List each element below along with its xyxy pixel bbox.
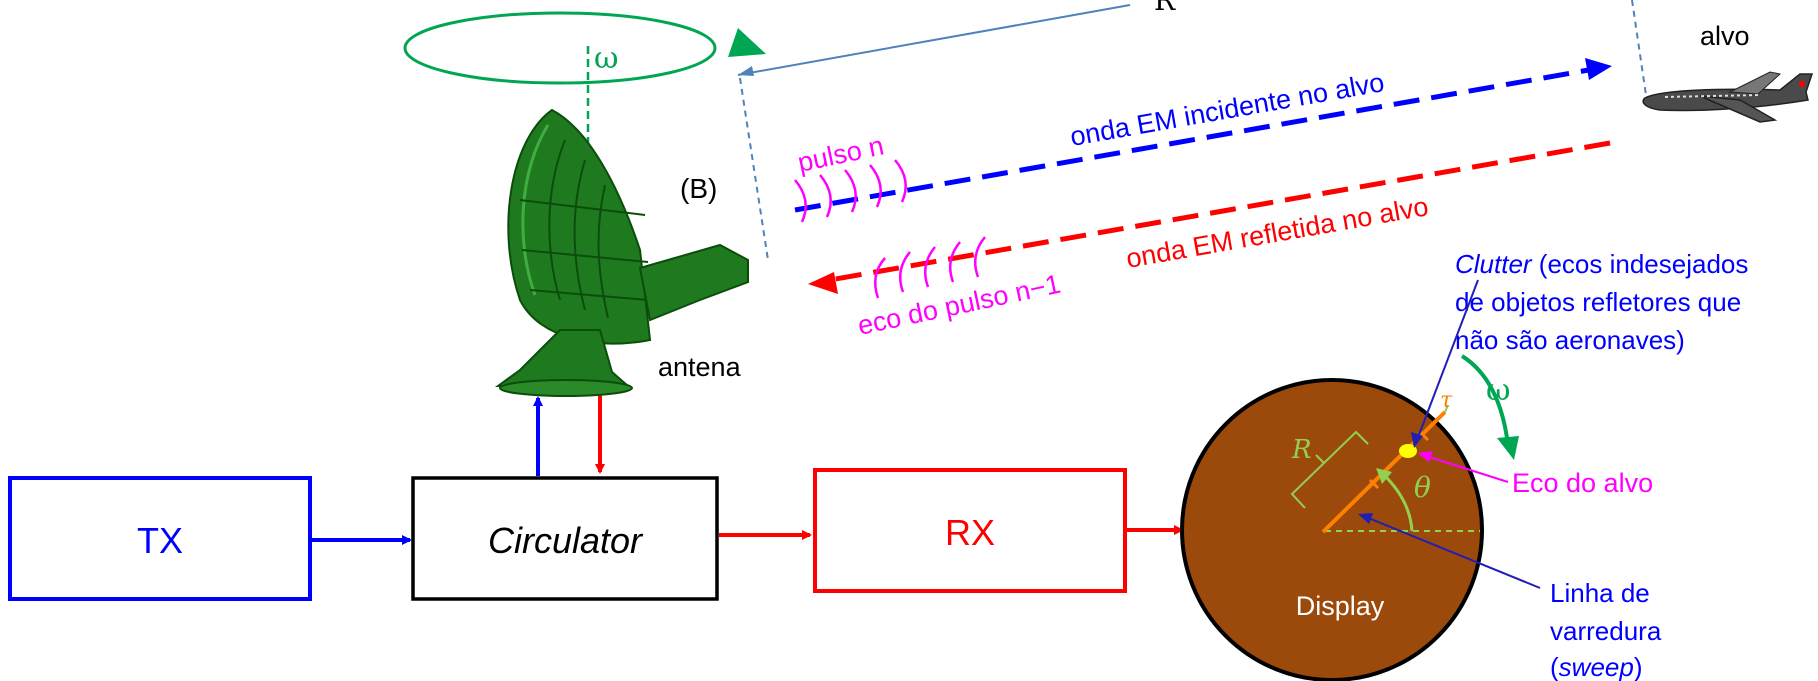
rx-block: RX <box>813 468 1127 593</box>
range-bracket <box>1290 430 1369 509</box>
circulator-block: Circulator <box>411 476 719 601</box>
reflected-wave-label: onda EM refletida no alvo <box>1124 191 1431 274</box>
radar-antenna-image <box>494 108 749 397</box>
theta-label: θ <box>1414 471 1431 504</box>
range-indicator-top: R <box>737 0 1647 261</box>
omega-display-label: ω <box>1486 373 1510 408</box>
pulse-n-wavefronts <box>794 159 907 223</box>
range-top-label: R <box>1154 0 1176 17</box>
incident-wave-arrow <box>794 65 1601 213</box>
incident-wave-arrowhead <box>1585 58 1612 80</box>
clutter-desc-1: (ecos indesejados <box>1532 249 1749 279</box>
reflected-wave-arrowhead <box>808 272 838 294</box>
circulator-label: Circulator <box>488 520 644 561</box>
clutter-term: Clutter <box>1455 249 1533 279</box>
aircraft-image <box>1642 71 1814 123</box>
echo-pulse-wavefronts <box>873 236 986 299</box>
target-echo-label: Eco do alvo <box>1512 468 1653 498</box>
antenna-tag-label: (B) <box>680 173 717 204</box>
ppi-display: Display R θ τ <box>1180 378 1484 681</box>
target-label: alvo <box>1700 21 1750 51</box>
tau-label: τ <box>1440 388 1453 413</box>
clutter-annotation: Clutter (ecos indesejados de objetos ref… <box>1411 249 1748 448</box>
reflected-wave-arrow <box>829 140 1611 283</box>
sweep-paren-close: ) <box>1634 652 1643 681</box>
tx-block: TX <box>8 476 312 601</box>
clutter-desc-3: não são aeronaves) <box>1455 325 1685 355</box>
omega-antenna-label: ω <box>594 41 618 76</box>
svg-text:Clutter (ecos indesejados: Clutter (ecos indesejados <box>1455 249 1748 279</box>
target-echo-blip <box>1399 444 1417 458</box>
sweep-annotation: Linha de varredura (sweep) <box>1358 513 1662 681</box>
clutter-desc-2: de objetos refletores que <box>1455 287 1741 317</box>
tx-label: TX <box>137 520 183 561</box>
incident-wave-label: onda EM incidente no alvo <box>1068 67 1387 152</box>
pulse-n-label: pulso n <box>795 130 886 177</box>
svg-text:(sweep): (sweep) <box>1550 652 1643 681</box>
display-label: Display <box>1296 591 1385 621</box>
display-rotation-arrow <box>1460 354 1510 446</box>
antenna-label: antena <box>658 352 742 382</box>
target-echo-annotation: Eco do alvo <box>1418 451 1653 498</box>
echo-pulse-label: eco do pulso n−1 <box>855 269 1063 341</box>
sweep-desc-1: Linha de <box>1550 578 1650 608</box>
sweep-desc-2: varredura <box>1550 616 1662 646</box>
sweep-paren-open: ( <box>1550 652 1559 681</box>
rx-label: RX <box>945 512 995 553</box>
antenna-rotation-indicator: ω <box>403 11 766 160</box>
range-display-label: R <box>1291 435 1312 465</box>
sweep-term: sweep <box>1559 652 1634 681</box>
